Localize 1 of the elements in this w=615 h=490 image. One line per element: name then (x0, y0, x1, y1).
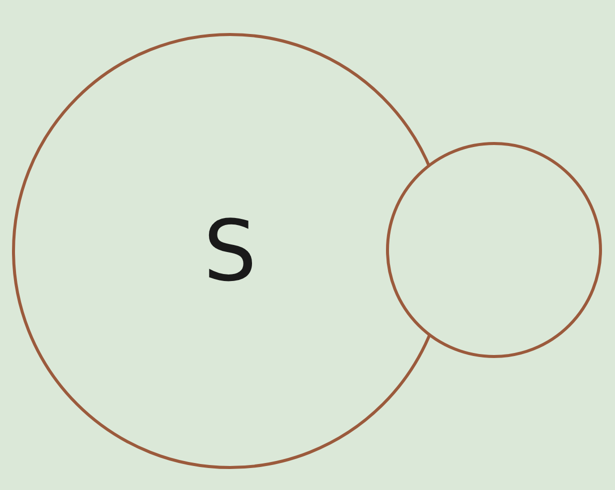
set-label: S (203, 209, 257, 293)
